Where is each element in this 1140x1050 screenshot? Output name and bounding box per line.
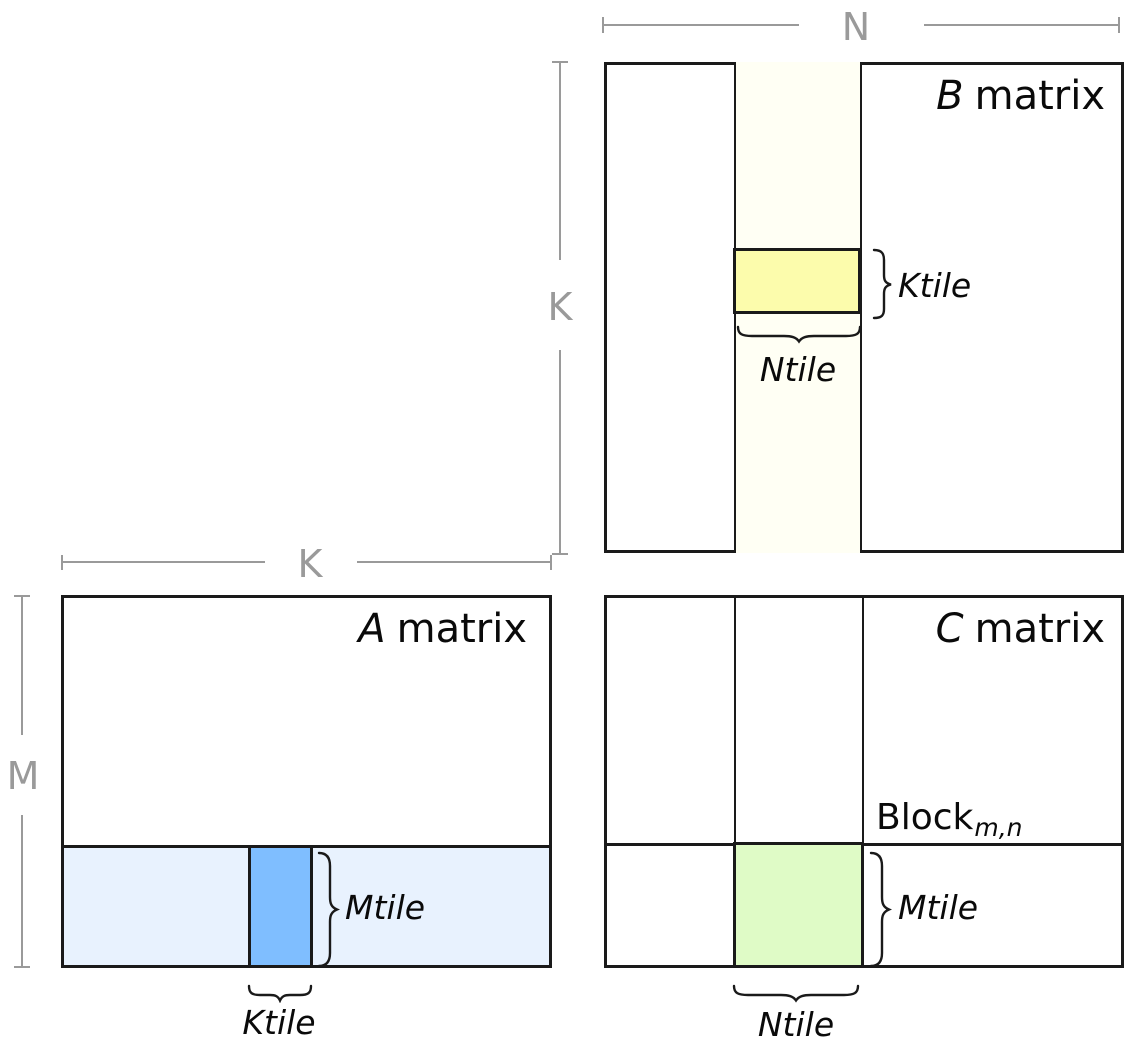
dimension-label-k-vertical: K	[547, 285, 573, 329]
c-matrix-ntile-label: Ntile	[757, 1005, 835, 1044]
k-vertical-measure-line-top	[559, 62, 561, 260]
m-measure-line-top	[21, 596, 23, 735]
b-matrix-ktile-ntile-tile	[733, 248, 861, 314]
c-matrix-mtile-label: Mtile	[898, 888, 979, 927]
ntile-underbrace-icon	[732, 983, 860, 1003]
a-matrix-ktile-label: Ktile	[242, 1003, 316, 1042]
c-matrix-mtile-ntile-tile	[733, 842, 864, 968]
a-matrix-mtile-ktile-tile	[248, 845, 313, 968]
b-matrix-title-letter: B	[936, 73, 964, 119]
n-measure-right-tick	[1118, 17, 1120, 33]
a-matrix-title-word: matrix	[396, 606, 527, 652]
c-matrix-column-line-left	[734, 595, 736, 968]
b-matrix-ktile-label: Ktile	[898, 266, 972, 305]
dimension-label-k-horizontal: K	[297, 542, 323, 586]
c-matrix-row-divider	[604, 843, 1124, 846]
dimension-label-n: N	[841, 5, 871, 49]
c-matrix-block-label: Blockm,n	[876, 797, 1023, 843]
n-measure-line-left	[603, 24, 799, 26]
b-matrix-ntile-label: Ntile	[759, 350, 837, 389]
m-measure-bottom-tick	[14, 966, 30, 968]
c-matrix-title-word: matrix	[974, 606, 1105, 652]
ktile-underbrace-icon	[247, 983, 313, 1003]
mtile-brace-icon	[316, 850, 340, 969]
a-matrix-title-letter: A	[358, 606, 386, 652]
k-horizontal-measure-right-tick	[550, 555, 552, 570]
c-matrix-column-line-right	[862, 595, 864, 968]
block-label-base: Block	[876, 797, 974, 838]
k-vertical-measure-bottom-tick	[552, 553, 568, 555]
n-measure-line-right	[924, 24, 1119, 26]
k-horizontal-measure-line-left	[62, 561, 265, 563]
ntile-underbrace-icon	[736, 324, 862, 344]
m-measure-line-bottom	[21, 815, 23, 967]
k-vertical-measure-line-bottom	[559, 350, 561, 554]
a-matrix-mtile-label: Mtile	[345, 888, 426, 927]
b-matrix-title-word: matrix	[974, 73, 1105, 119]
dimension-label-m: M	[6, 754, 40, 798]
mtile-brace-icon	[868, 850, 892, 969]
ktile-brace-icon	[871, 247, 893, 321]
block-label-subscript: m,n	[974, 813, 1023, 842]
c-matrix-title-letter: C	[935, 606, 964, 652]
k-horizontal-measure-line-right	[357, 561, 551, 563]
